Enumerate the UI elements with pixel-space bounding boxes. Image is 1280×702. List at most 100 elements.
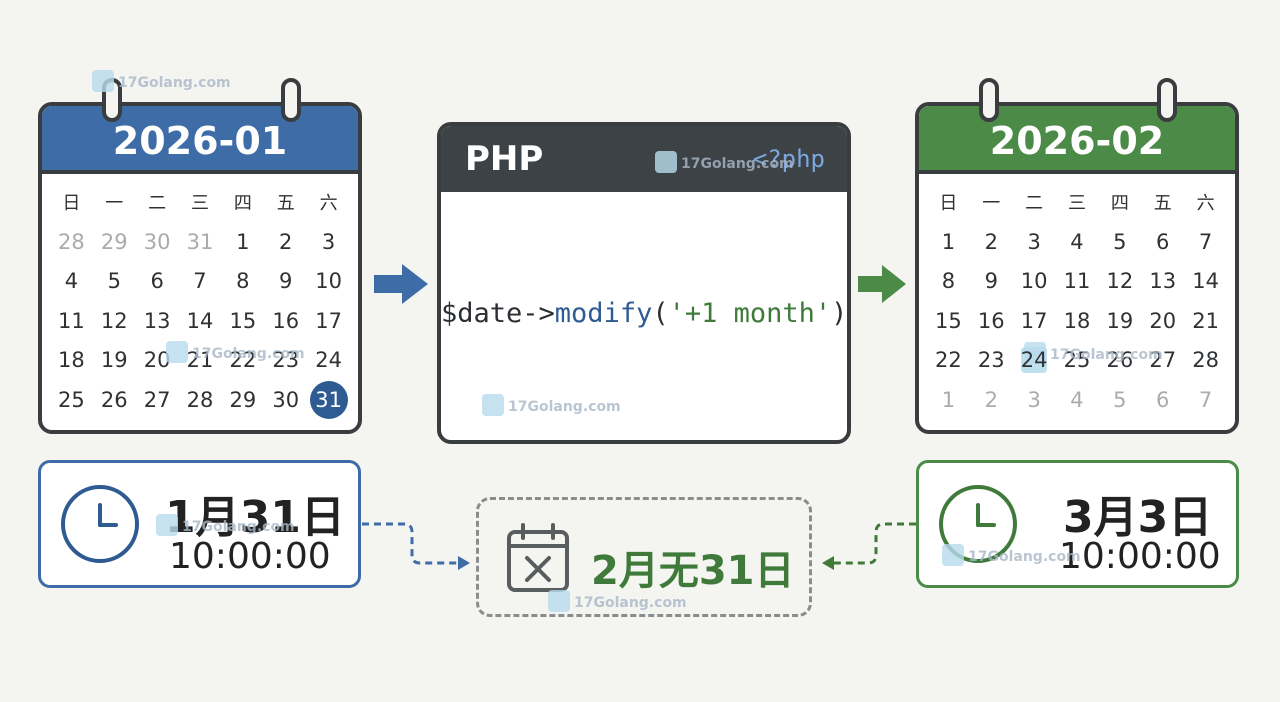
weekday-label: 日 <box>62 193 81 214</box>
calendar-day[interactable]: 22 <box>229 348 257 373</box>
calendar-day[interactable]: 7 <box>1198 387 1213 412</box>
start-date: 1月31日 <box>165 492 345 543</box>
calendar-day[interactable]: 1 <box>236 229 250 254</box>
calendar-day[interactable]: 10 <box>1020 269 1048 294</box>
calendar-day[interactable]: 17 <box>1020 308 1048 333</box>
calendar-day[interactable]: 28 <box>1192 348 1219 373</box>
calendar-day[interactable]: 7 <box>1198 229 1213 254</box>
no-feb-31-box: 2月无31日 <box>476 497 812 617</box>
start-time: 10:00:00 <box>169 536 331 577</box>
watermark: 17Golang.com <box>655 151 794 175</box>
calendar-day[interactable]: 25 <box>1063 348 1091 373</box>
php-code-card: PHP <?php $date->modify('+1 month') <box>437 122 851 444</box>
weekday-label: 六 <box>1196 193 1215 214</box>
calendar-title: 2026-02 <box>919 106 1235 174</box>
arrow-right-icon <box>374 264 428 304</box>
result-time: 10:00:00 <box>1059 536 1221 577</box>
no-feb-31-text: 2月无31日 <box>591 548 795 594</box>
calendar-day-selected[interactable]: 31 <box>307 380 350 420</box>
calendar-day[interactable]: 5 <box>1113 229 1127 254</box>
calendar-day[interactable]: 12 <box>1106 269 1134 294</box>
calendar-day[interactable]: 1 <box>941 387 956 412</box>
calendar-day[interactable]: 30 <box>143 229 171 254</box>
calendar-day[interactable]: 27 <box>1149 348 1177 373</box>
calendar-day[interactable]: 5 <box>1113 387 1127 412</box>
calendar-x-icon <box>507 523 569 592</box>
calendar-day[interactable]: 21 <box>186 348 214 373</box>
calendar-day[interactable]: 19 <box>100 348 128 373</box>
calendar-day[interactable]: 14 <box>1192 269 1219 294</box>
calendar-day[interactable]: 17 <box>315 308 342 333</box>
calendar-day[interactable]: 23 <box>977 348 1005 373</box>
calendar-day[interactable]: 2 <box>279 229 293 254</box>
binder-ring <box>281 78 301 122</box>
calendar-day[interactable]: 3 <box>1027 387 1041 412</box>
calendar-day[interactable]: 20 <box>1149 308 1177 333</box>
calendar-day[interactable]: 18 <box>1063 308 1091 333</box>
calendar-day[interactable]: 1 <box>941 229 956 254</box>
calendar-day[interactable]: 6 <box>150 269 164 294</box>
calendar-day[interactable]: 27 <box>143 387 171 412</box>
calendar-day[interactable]: 13 <box>143 308 171 333</box>
calendar-day[interactable]: 8 <box>941 269 956 294</box>
dashed-arrow <box>822 522 916 570</box>
watermark: 17Golang.com <box>92 70 231 94</box>
calendar-day[interactable]: 22 <box>935 348 962 373</box>
result-time-box: 3月3日 10:00:00 <box>916 460 1239 588</box>
calendar-day-marked[interactable]: 24 <box>1013 341 1056 381</box>
calendar-day[interactable]: 7 <box>193 269 207 294</box>
weekday-label: 一 <box>105 193 124 214</box>
calendar-day[interactable]: 3 <box>321 229 336 254</box>
calendar-day[interactable]: 18 <box>58 348 85 373</box>
calendar-day[interactable]: 28 <box>58 229 85 254</box>
calendar-day[interactable]: 31 <box>186 229 214 254</box>
calendar-day[interactable]: 19 <box>1106 308 1134 333</box>
calendar-day[interactable]: 15 <box>935 308 962 333</box>
calendar-day[interactable]: 8 <box>236 269 250 294</box>
calendar-day[interactable]: 28 <box>186 387 214 412</box>
calendar-day[interactable]: 23 <box>272 348 300 373</box>
calendar-day[interactable]: 3 <box>1027 229 1041 254</box>
calendar-day[interactable]: 6 <box>1156 387 1170 412</box>
watermark: 17Golang.com <box>1024 342 1163 366</box>
watermark: 17Golang.com <box>166 341 305 365</box>
calendar-day[interactable]: 16 <box>272 308 300 333</box>
calendar-day[interactable]: 6 <box>1156 229 1170 254</box>
calendar-day[interactable]: 24 <box>315 348 342 373</box>
calendar-day[interactable]: 29 <box>229 387 257 412</box>
calendar-day[interactable]: 12 <box>100 308 128 333</box>
calendar-day[interactable]: 2 <box>984 387 998 412</box>
calendar-day[interactable]: 30 <box>272 387 300 412</box>
calendar-day[interactable]: 4 <box>64 269 79 294</box>
calendar-day[interactable]: 4 <box>1070 387 1084 412</box>
watermark: 17Golang.com <box>156 514 295 538</box>
code-title: PHP <box>465 139 544 179</box>
weekday-label: 四 <box>233 193 252 214</box>
calendar-day[interactable]: 15 <box>229 308 257 333</box>
php-tag: <?php <box>752 145 825 173</box>
calendar-day[interactable]: 13 <box>1149 269 1177 294</box>
calendar-day[interactable]: 29 <box>100 229 128 254</box>
calendar-day[interactable]: 14 <box>186 308 214 333</box>
calendar-day[interactable]: 9 <box>279 269 293 294</box>
calendar-day[interactable]: 2 <box>984 229 998 254</box>
weekday-label: 日 <box>939 193 958 214</box>
calendar-day[interactable]: 9 <box>984 269 998 294</box>
calendar-day[interactable]: 4 <box>1070 229 1084 254</box>
calendar-day[interactable]: 16 <box>977 308 1005 333</box>
calendar-day[interactable]: 10 <box>315 269 342 294</box>
code-function: modify <box>554 298 653 329</box>
calendar-day[interactable]: 25 <box>58 387 85 412</box>
calendar-day[interactable]: 21 <box>1192 308 1219 333</box>
calendar-day[interactable]: 26 <box>1106 348 1134 373</box>
calendar-day[interactable]: 11 <box>58 308 85 333</box>
watermark: 17Golang.com <box>548 590 687 614</box>
weekday-label: 四 <box>1110 193 1129 214</box>
calendar-day[interactable]: 11 <box>1063 269 1091 294</box>
start-time-box: 1月31日 10:00:00 <box>38 460 361 588</box>
code-paren-close: ) <box>831 298 848 329</box>
calendar-day[interactable]: 5 <box>107 269 121 294</box>
calendar-day[interactable]: 26 <box>100 387 128 412</box>
